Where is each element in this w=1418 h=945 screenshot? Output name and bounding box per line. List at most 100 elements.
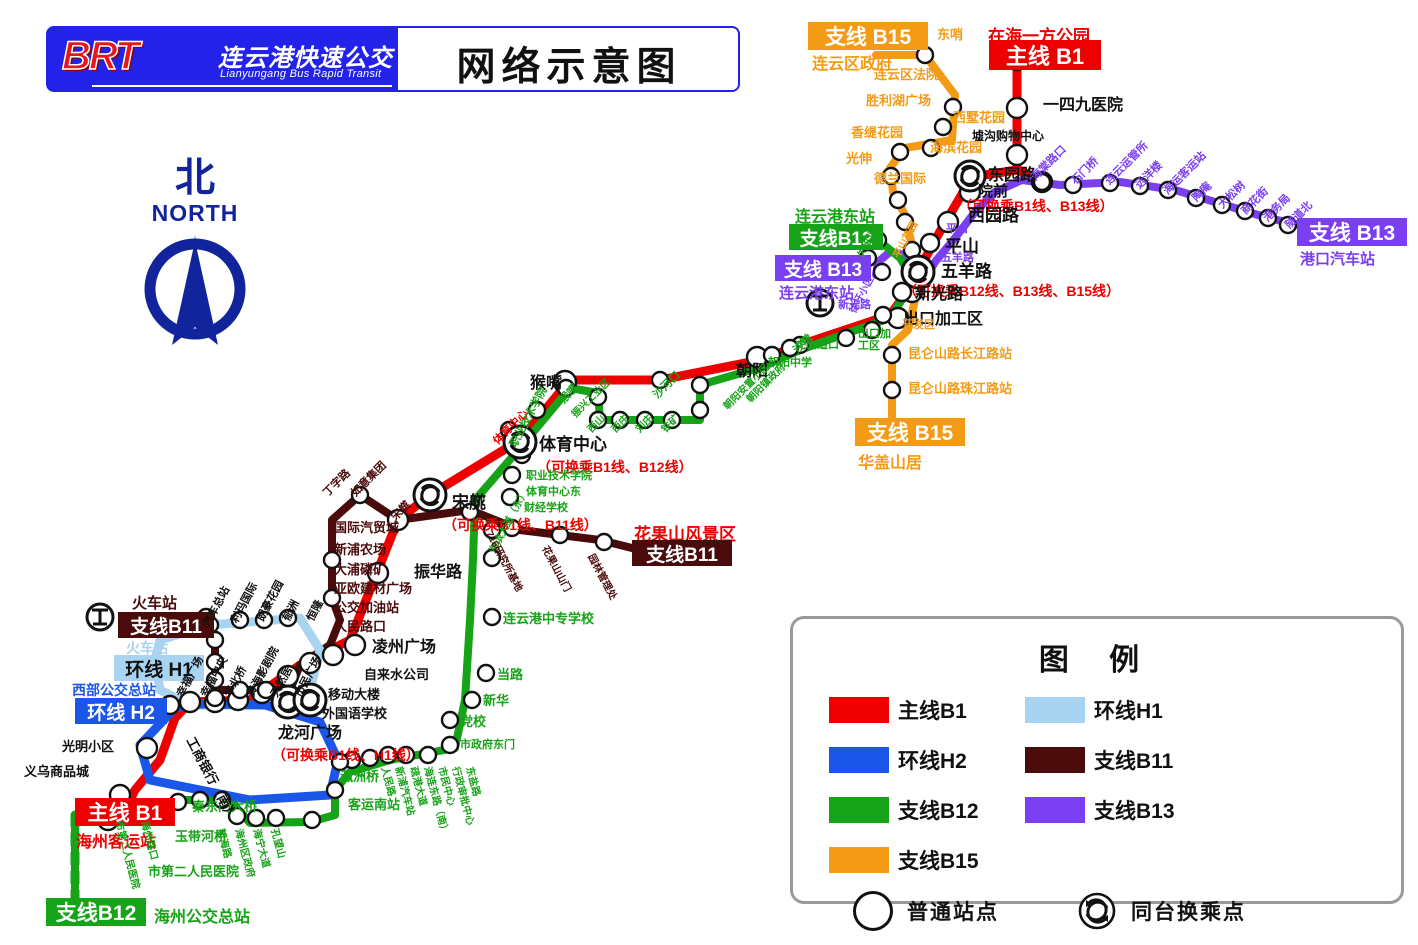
station-dot xyxy=(386,508,410,532)
legend-item-b11[interactable]: 支线B11 xyxy=(1025,735,1221,785)
legend-line-grid: 主线B1 环线H1 环线H2 支线B11 支线B12 支线B13 xyxy=(793,679,1401,885)
station-label: 新光路 xyxy=(915,286,964,303)
station-dot xyxy=(862,320,882,340)
compass: 北 NORTH xyxy=(100,158,290,348)
terminal-plate-h2[interactable]: 环线 H2 xyxy=(75,698,167,724)
station-dot xyxy=(254,610,274,630)
station-label: 党校 xyxy=(460,714,487,729)
station-dot xyxy=(1005,96,1029,120)
station-label: 平山 xyxy=(945,237,979,256)
station-dot xyxy=(205,670,225,690)
station-dot xyxy=(1278,215,1298,235)
station-label: 移动大楼 xyxy=(328,687,381,702)
station-label: 新浦农场 xyxy=(334,542,387,557)
terminal-plate-h1[interactable]: 环线 H1 xyxy=(114,655,204,681)
terminal-plate-b11-east[interactable]: 支线B11 xyxy=(632,540,732,566)
station-label: 昆仑山路长江路站 xyxy=(908,346,1013,361)
interchange-icon[interactable] xyxy=(412,477,448,513)
station-label: 秦东门大桥 xyxy=(192,799,258,814)
station-dot xyxy=(780,338,800,358)
interchange-name-wuyanglu: 五羊路 xyxy=(941,262,992,281)
terminal-plate-b15-south[interactable]: 支线 B15 xyxy=(855,418,965,446)
legend-item-h2[interactable]: 环线H2 xyxy=(829,735,1025,785)
station-dot xyxy=(762,345,782,365)
legend-label-b11: 支线B11 xyxy=(1094,750,1174,773)
terminal-plate-b13-west[interactable]: 支线 B13 xyxy=(775,255,871,281)
legend-item-interchange[interactable]: 同台换乘点 xyxy=(1077,891,1246,931)
page-title: 网络示意图 xyxy=(456,46,682,89)
station-label: 公交加油站 xyxy=(334,600,400,615)
compass-rose-icon xyxy=(144,235,246,345)
station-label: 海滨花园 xyxy=(930,140,983,155)
legend-label-b15: 支线B15 xyxy=(898,850,979,873)
terminal-caption-b11-west-top: 火车站 xyxy=(132,595,178,612)
terminal-plate-b11-west[interactable]: 支线B11 xyxy=(118,612,214,638)
station-dot xyxy=(873,305,893,325)
interchange-note-songyao: （可换乘B1线、B11线） xyxy=(443,517,598,533)
station-dot xyxy=(635,410,655,430)
brt-logo-en: Lianyungang Bus Rapid Transit xyxy=(220,68,382,80)
station-dot xyxy=(302,810,322,830)
station-dot xyxy=(502,518,522,538)
interchange-icon[interactable] xyxy=(292,682,328,718)
interchange-name-longhe: 龙河广场 xyxy=(278,725,343,742)
logo-underline xyxy=(92,85,392,87)
station-dot xyxy=(135,736,159,760)
terminal-caption-b13-west: 连云港东站 xyxy=(779,285,855,302)
station-label: 客运南站 xyxy=(348,797,401,812)
station-dot xyxy=(588,387,608,407)
station-dot xyxy=(881,166,901,186)
station-dot xyxy=(278,608,298,628)
station-dot xyxy=(330,752,350,772)
station-dot xyxy=(360,748,380,768)
station-label: 瀛洲桥 xyxy=(340,769,380,784)
terminal-plate-b12-north[interactable]: 支线B12 xyxy=(789,224,883,250)
station-label: 出口加工区 xyxy=(858,328,891,353)
station-dot xyxy=(936,210,960,234)
legend-title: 图 例 xyxy=(1038,644,1156,677)
station-dot xyxy=(882,345,902,365)
station-label: 墟沟购物中心 xyxy=(972,129,1045,143)
legend-item-b1[interactable]: 主线B1 xyxy=(829,685,1025,735)
terminal-plate-b1-north[interactable]: 主线 B1 xyxy=(989,40,1101,70)
legend-label-interchange: 同台换乘点 xyxy=(1131,901,1246,924)
terminal-plate-b15-north[interactable]: 支线 B15 xyxy=(808,22,928,50)
legend-label-h1: 环线H1 xyxy=(1094,700,1163,723)
terminal-caption-h1: 火车站 xyxy=(126,640,168,656)
terminal-plate-b12-south[interactable]: 支线B12 xyxy=(46,898,146,926)
legend-item-b15[interactable]: 支线B15 xyxy=(829,835,1025,885)
station-dot xyxy=(350,485,370,505)
station-dot xyxy=(1258,208,1278,228)
interchange-icon[interactable] xyxy=(953,159,987,193)
station-dot xyxy=(502,465,522,485)
station-label: 连云区法院 xyxy=(874,67,940,82)
compass-label-cn: 北 xyxy=(175,156,215,200)
station-dot xyxy=(246,808,266,828)
terminal-plate-b1-south[interactable]: 主线 B1 xyxy=(75,798,175,826)
legend-label-b13: 支线B13 xyxy=(1094,800,1175,823)
station-label: 东哨 xyxy=(937,27,964,42)
terminal-caption-b1-south: 海州客运站 xyxy=(76,834,157,851)
terminal-caption-b12-south: 海州公交总站 xyxy=(154,909,251,926)
map-header: BRT 连云港快速公交 Lianyungang Bus Rapid Transi… xyxy=(46,26,740,92)
legend-item-station[interactable]: 普通站点 xyxy=(853,891,999,931)
station-label: 西墅花园 xyxy=(953,110,1006,125)
station-label: 朝阳 xyxy=(736,363,769,380)
railway-station-icon xyxy=(805,288,835,318)
station-dot xyxy=(1032,172,1052,192)
station-dot xyxy=(256,680,276,700)
legend-item-b13[interactable]: 支线B13 xyxy=(1025,785,1221,835)
interchange-icon[interactable] xyxy=(502,424,538,460)
brt-logo: BRT 连云港快速公交 Lianyungang Bus Rapid Transi… xyxy=(46,26,398,92)
terminal-plate-b13-east[interactable]: 支线 B13 xyxy=(1297,218,1407,246)
station-label: 亚欧建材广场 xyxy=(334,581,413,596)
terminal-caption-h2: 西部公交总站 xyxy=(72,682,156,698)
railway-station-icon xyxy=(85,602,115,632)
legend-item-h1[interactable]: 环线H1 xyxy=(1025,685,1221,735)
station-label: 当路 xyxy=(497,667,524,682)
station-label: 院前 xyxy=(978,183,1009,200)
legend-item-b12[interactable]: 支线B12 xyxy=(829,785,1025,835)
interchange-icon[interactable] xyxy=(900,254,936,290)
